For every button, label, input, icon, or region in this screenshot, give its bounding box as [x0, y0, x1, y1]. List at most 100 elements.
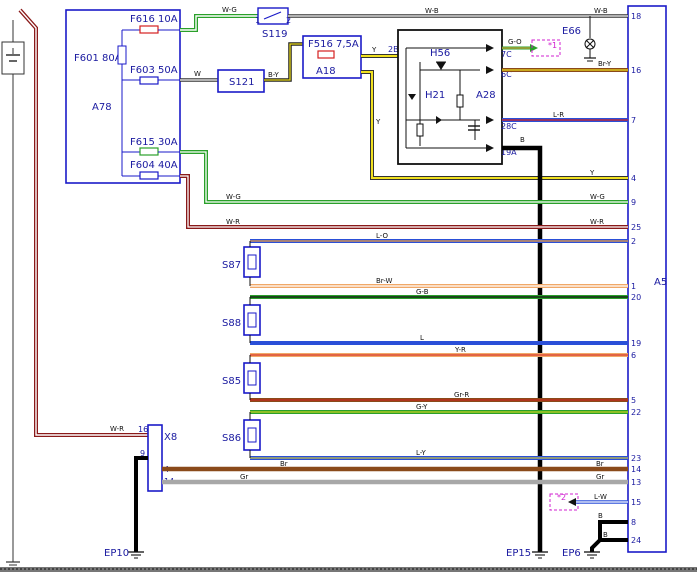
wire-label: L-Y [416, 449, 426, 457]
resistor-icon [416, 123, 424, 137]
wire-label: B-Y [268, 71, 279, 79]
pin-label: 25 [631, 223, 641, 232]
wire-label: W-R [226, 218, 240, 226]
fuse-f603 [139, 76, 159, 85]
fuse-f615 [139, 147, 159, 156]
bottom-border [0, 567, 697, 572]
component-label: E66 [562, 26, 581, 37]
a5-connector [627, 5, 667, 553]
lamp-icon [585, 39, 595, 49]
pin-label: 1 [631, 282, 636, 291]
wire-w-r-x8-core [19, 9, 148, 436]
component-label: S87 [222, 260, 241, 271]
wire-label: L-R [553, 111, 564, 119]
pin-label: 15 [631, 498, 641, 507]
wire-b-ground [502, 145, 543, 552]
fuse-f616 [139, 25, 159, 34]
wire-label: Y-R [454, 346, 466, 354]
component-label: S86 [222, 433, 241, 444]
pin-label: 19 [631, 339, 641, 348]
wire-b-y-core [264, 43, 303, 81]
switch-s87 [243, 241, 261, 286]
resistor-icon [456, 94, 464, 108]
pin-label: 16 [138, 425, 148, 434]
diode-icon [486, 66, 494, 74]
diode-icon [486, 44, 494, 52]
pin-label: 9 [140, 449, 145, 458]
wire-label: Y [589, 169, 595, 177]
fuse-box-label: A78 [92, 102, 112, 113]
arrow-icon [530, 44, 538, 52]
note-label: *2 [557, 493, 566, 502]
wire-label: Gr [240, 473, 248, 481]
pin-label: 7 [631, 116, 636, 125]
diode-icon [436, 116, 442, 124]
wire-label: W-G [222, 6, 237, 14]
ground-label: EP10 [104, 548, 129, 559]
fuse-label: F615 30A [130, 137, 178, 148]
pin-label: 6C [501, 70, 512, 79]
switch-s119 [257, 7, 289, 25]
pin-label: 20 [631, 293, 641, 302]
component-label: H21 [425, 90, 445, 101]
wire-label: W-B [425, 7, 439, 15]
fuse-label: F604 40A [130, 160, 178, 171]
wire-label: Br-W [376, 277, 392, 285]
wire-label: B [598, 512, 603, 520]
main-fuse-f601 [117, 45, 127, 65]
pin-label: 4 [631, 174, 636, 183]
wire-label: Gr-R [454, 391, 469, 399]
wire-b-ep6 [590, 538, 602, 552]
ground-label: EP6 [562, 548, 581, 559]
wire-label: W-R [110, 425, 124, 433]
wire-label: W-R [590, 218, 604, 226]
pin-label: 22 [631, 408, 641, 417]
diode-icon [486, 116, 494, 124]
component-label: F516 7,5A [308, 39, 359, 50]
pin-label: 2 [631, 237, 636, 246]
wire-w-r-x8 [18, 8, 148, 437]
wire-w-g-s119-core [180, 15, 258, 31]
wire-w-g-s119 [180, 14, 258, 32]
connector-x8 [147, 424, 163, 492]
pin-label: 6 [631, 351, 636, 360]
component-label: S88 [222, 318, 241, 329]
pin-label: 9 [631, 198, 636, 207]
wire-label: B [603, 531, 608, 539]
wire-label: W-B [594, 7, 608, 15]
switch-s85 [243, 355, 261, 400]
pin-label: 7C [501, 50, 512, 59]
fuse-f516 [317, 50, 335, 59]
switch-s88 [243, 297, 261, 343]
ground-label: EP15 [506, 548, 531, 559]
wire-label: Br [596, 460, 604, 468]
pin-label: 28C [501, 122, 517, 131]
wire-y-4-core [361, 71, 628, 179]
wire-label: L [420, 334, 424, 342]
pin-label: 2 [286, 16, 291, 25]
wire-label: Y [375, 118, 381, 126]
wire-w-g-9-core [180, 151, 628, 203]
fuse-box-a78 [65, 9, 181, 184]
component-label: S121 [229, 77, 254, 88]
pin-label: 18 [631, 12, 641, 21]
wire-label: Br-Y [598, 60, 612, 68]
wire-label: Y [371, 46, 377, 54]
switch-s86 [243, 412, 261, 458]
wire-b-ep10 [134, 456, 148, 552]
pin-label: 5 [631, 396, 636, 405]
note-box [531, 39, 561, 57]
fuse-f604 [139, 171, 159, 180]
component-label: A18 [316, 66, 336, 77]
pin-label: 16 [631, 66, 641, 75]
wire-label: G-B [416, 288, 429, 296]
diode-icon [486, 144, 494, 152]
wire-label: L-W [594, 493, 607, 501]
wire-label: W-G [590, 193, 605, 201]
fuse-label: F603 50A [130, 65, 178, 76]
pin-label: 24 [631, 536, 641, 545]
wire-label: L-O [376, 232, 388, 240]
component-label: H56 [430, 48, 450, 59]
